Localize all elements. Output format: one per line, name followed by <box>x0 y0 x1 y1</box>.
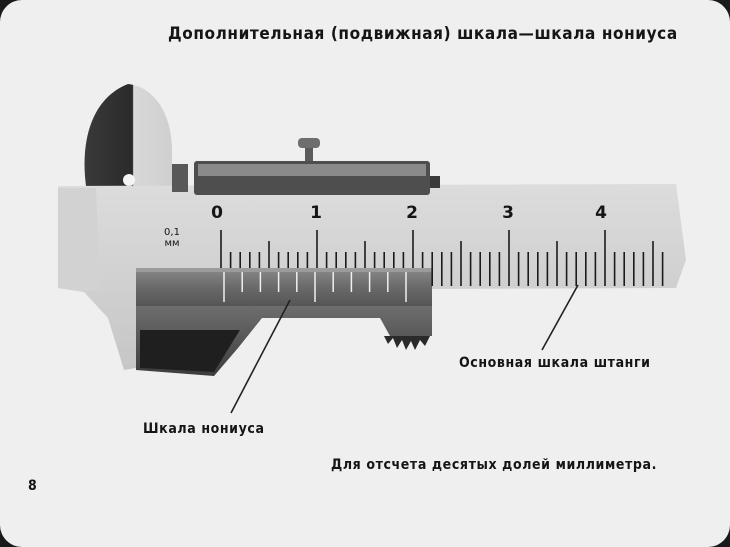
label-vernier-scale: Шкала нониуса <box>143 421 265 437</box>
scale-number-4: 4 <box>595 203 607 223</box>
thumbscrew <box>298 138 320 148</box>
slide-title: Дополнительная (подвижная) шкала—шкала н… <box>168 24 678 44</box>
vernier-slider <box>136 268 432 306</box>
scale-number-2: 2 <box>406 203 418 223</box>
leader-main-scale <box>541 284 579 351</box>
upper-jaw <box>84 84 172 186</box>
page-number: 8 <box>28 478 38 494</box>
unit-label: мм <box>164 238 179 249</box>
scale-number-3: 3 <box>502 203 514 223</box>
leader-vernier-scale <box>230 299 291 414</box>
unit-value: 0,1 <box>164 227 180 238</box>
scale-number-1: 1 <box>310 203 322 223</box>
vernier-scale-ticks <box>223 272 407 302</box>
knurled-wheel <box>384 336 430 350</box>
caption: Для отсчета десятых долей миллиметра. <box>331 457 658 473</box>
jaw-hole <box>123 174 135 186</box>
main-scale-ticks <box>220 230 664 286</box>
scale-number-0: 0 <box>211 203 223 223</box>
label-main-scale: Основная шкала штанги <box>459 355 651 371</box>
